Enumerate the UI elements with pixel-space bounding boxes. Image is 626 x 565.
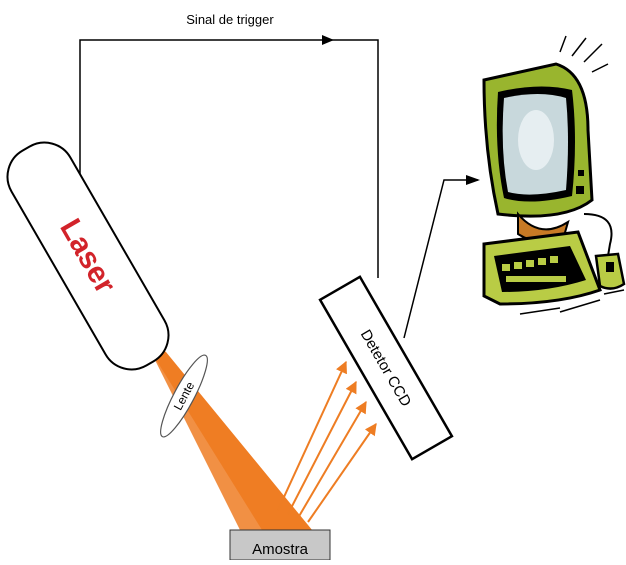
- scatter-arrow: [287, 380, 357, 515]
- computer-icon: [482, 35, 626, 315]
- trigger-arrowhead-icon: [322, 35, 334, 45]
- sample: Amostra: [229, 529, 331, 561]
- trigger-signal-label: Sinal de trigger: [186, 12, 274, 27]
- trigger-signal-line: [79, 35, 379, 278]
- sample-label: Amostra: [252, 541, 309, 558]
- scatter-arrow: [307, 423, 377, 523]
- action-lines-icon: [559, 35, 609, 73]
- scatter-arrow: [297, 400, 367, 519]
- laser: Laser: [6, 141, 170, 371]
- laser-beam: [150, 345, 312, 530]
- data-line: [403, 175, 480, 339]
- data-arrowhead-icon: [466, 175, 480, 185]
- scatter-arrow: [277, 360, 347, 511]
- ccd-detector: Detetor CCD: [318, 275, 454, 461]
- scattered-light-arrows: [277, 360, 377, 523]
